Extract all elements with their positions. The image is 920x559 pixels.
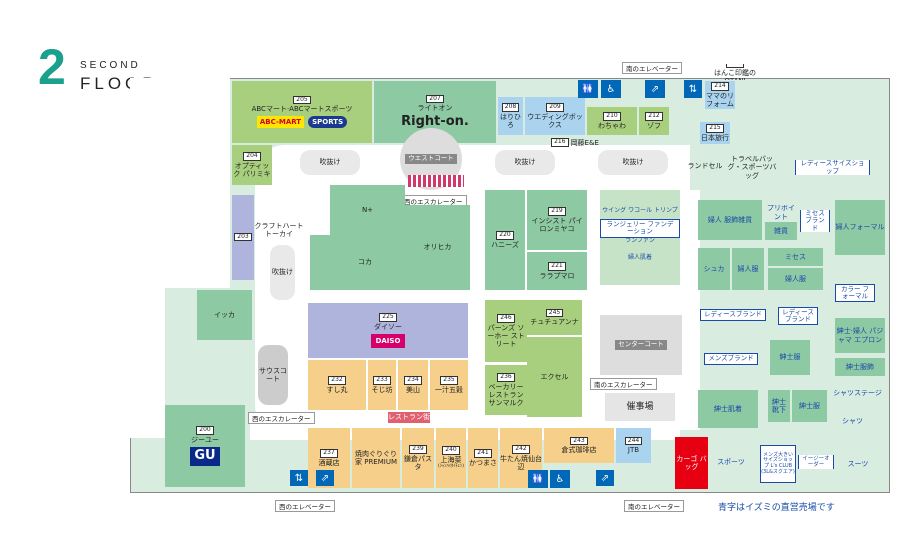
store-203[interactable]: 203 <box>232 195 254 280</box>
area-zakka[interactable]: 雑貨 <box>765 222 797 240</box>
area-orihika[interactable]: オリヒカ <box>405 205 470 290</box>
store-213[interactable]: 213はんこ印鑑のOTANI <box>705 64 765 80</box>
north-elevator-label: 南のエレベーター <box>622 62 682 74</box>
event-space[interactable]: 催事場 <box>605 393 675 421</box>
area-excel[interactable]: エクセル <box>527 337 582 417</box>
area-misesu-brand[interactable]: ミセス ブランド <box>800 210 830 232</box>
area-landsell[interactable]: ランドセル <box>687 161 723 170</box>
area-mens-big[interactable]: メンズ大きいサイズショップ L's CLUB (3L&スクエア) <box>760 445 796 483</box>
area-koka[interactable]: コカ <box>310 235 420 290</box>
south-escalator-center-label: 南のエスカレーター <box>590 378 657 390</box>
void-area-4: 吹抜け <box>270 245 295 300</box>
area-fujinfuku2[interactable]: 婦人服 <box>768 268 823 290</box>
elevator-icon: ⇅ <box>684 80 702 98</box>
area-lingerie[interactable]: ウイング ワコール トリンプ ランジェリー ファンデーション ランファン 婦人肌… <box>600 190 680 285</box>
area-color-formal[interactable]: カラー フォーマル <box>835 282 875 304</box>
escalator-icon: ⇗ <box>645 80 665 98</box>
void-area-2: 吹抜け <box>495 150 555 175</box>
area-ladies-brand-2[interactable]: レディース ブランド <box>778 305 818 327</box>
void-area-3: 吹抜け <box>598 150 668 175</box>
area-shinshifuku[interactable]: 紳士服 <box>770 340 810 375</box>
area-shirt[interactable]: シャツ <box>842 416 863 425</box>
west-escalator <box>408 175 464 187</box>
area-shirt-stage[interactable]: シャツステージ <box>833 389 882 398</box>
righton-logo: Right-on. <box>401 113 469 129</box>
area-fujinfuku[interactable]: 婦人服 <box>732 248 764 290</box>
void-area-1: 吹抜け <box>300 150 360 175</box>
area-purinto[interactable]: プリポイント <box>767 205 795 220</box>
escalator-bottom-icon-2: ⇗ <box>596 470 614 486</box>
abc-sports-logo: SPORTS <box>308 116 348 129</box>
store-238[interactable]: 焼肉ぐりぐり家 PREMIUM <box>352 428 400 488</box>
area-easy-order[interactable]: イージーオーダー <box>798 455 834 469</box>
floor-number: 2 <box>38 39 66 95</box>
floor-label-small: SECOND <box>80 60 141 71</box>
store-205[interactable]: 205 ABCマート·ABCマートスポーツ ABC-MART SPORTS <box>232 81 372 143</box>
area-shinshi-fujin-pajama[interactable]: 紳士·婦人 パジャマ エプロン <box>835 318 885 353</box>
area-ladies-brand[interactable]: レディースブランド <box>698 308 768 322</box>
area-shinshi-fuku[interactable]: 紳士服 <box>792 390 827 422</box>
area-shinshi-hadagi[interactable]: 紳士肌着 <box>698 390 758 428</box>
area-suits[interactable]: スーツ <box>847 459 869 468</box>
west-elevator-label: 西のエレベーター <box>275 500 335 512</box>
legend-note: 青字はイズミの直営売場です <box>718 503 835 513</box>
area-fujin-formal[interactable]: 婦人フォーマル <box>835 200 885 255</box>
area-sports[interactable]: スポーツ <box>717 458 745 467</box>
area-shuka[interactable]: シュカ <box>698 248 730 290</box>
restroom-bottom-icon: 🚻 <box>528 470 548 488</box>
elevator-bottom-icon: ⇅ <box>290 470 308 486</box>
area-ladies-size[interactable]: レディースサイズショップ <box>795 160 870 175</box>
area-misesu[interactable]: ミセス <box>768 248 823 266</box>
restroom-icon: 🚻 <box>578 80 598 98</box>
accessible-icon: ♿ <box>601 80 621 98</box>
area-travel[interactable]: トラベルバッグ・スポーツバッグ <box>727 155 777 180</box>
area-fujin-fukushoku[interactable]: 婦人 服飾雑貨 <box>698 200 762 240</box>
store-203-label: クラフトハート トーカイ <box>254 221 304 238</box>
area-shinshi-kutsushita[interactable]: 紳士 靴下 <box>768 390 790 422</box>
area-cargo-bag[interactable]: カーゴ バッグ <box>675 437 708 489</box>
area-mens-brand[interactable]: メンズブランド <box>702 352 760 366</box>
restaurant-street-label: レストラン街 <box>388 412 430 423</box>
store-207[interactable]: 207 ライトオン Right-on. <box>374 81 496 143</box>
gu-logo: GU <box>190 447 220 466</box>
south-left-escalator-label: 西のエスカレーター <box>248 412 315 424</box>
escalator-bottom-icon: ⇗ <box>316 470 334 486</box>
south-elevator-bottom-label: 南のエレベーター <box>624 500 684 512</box>
south-court: サウスコート <box>258 345 288 405</box>
area-n-plus[interactable]: N+ <box>330 185 405 235</box>
abc-mart-logo: ABC-MART <box>256 116 305 129</box>
daiso-logo: DAISO <box>370 333 406 348</box>
area-iyka[interactable]: イッカ <box>197 290 252 340</box>
accessible-bottom-icon: ♿ <box>550 470 570 488</box>
center-court: センターコート <box>600 315 682 375</box>
area-shinshi-seifuku[interactable]: 紳士服飾 <box>835 358 885 376</box>
